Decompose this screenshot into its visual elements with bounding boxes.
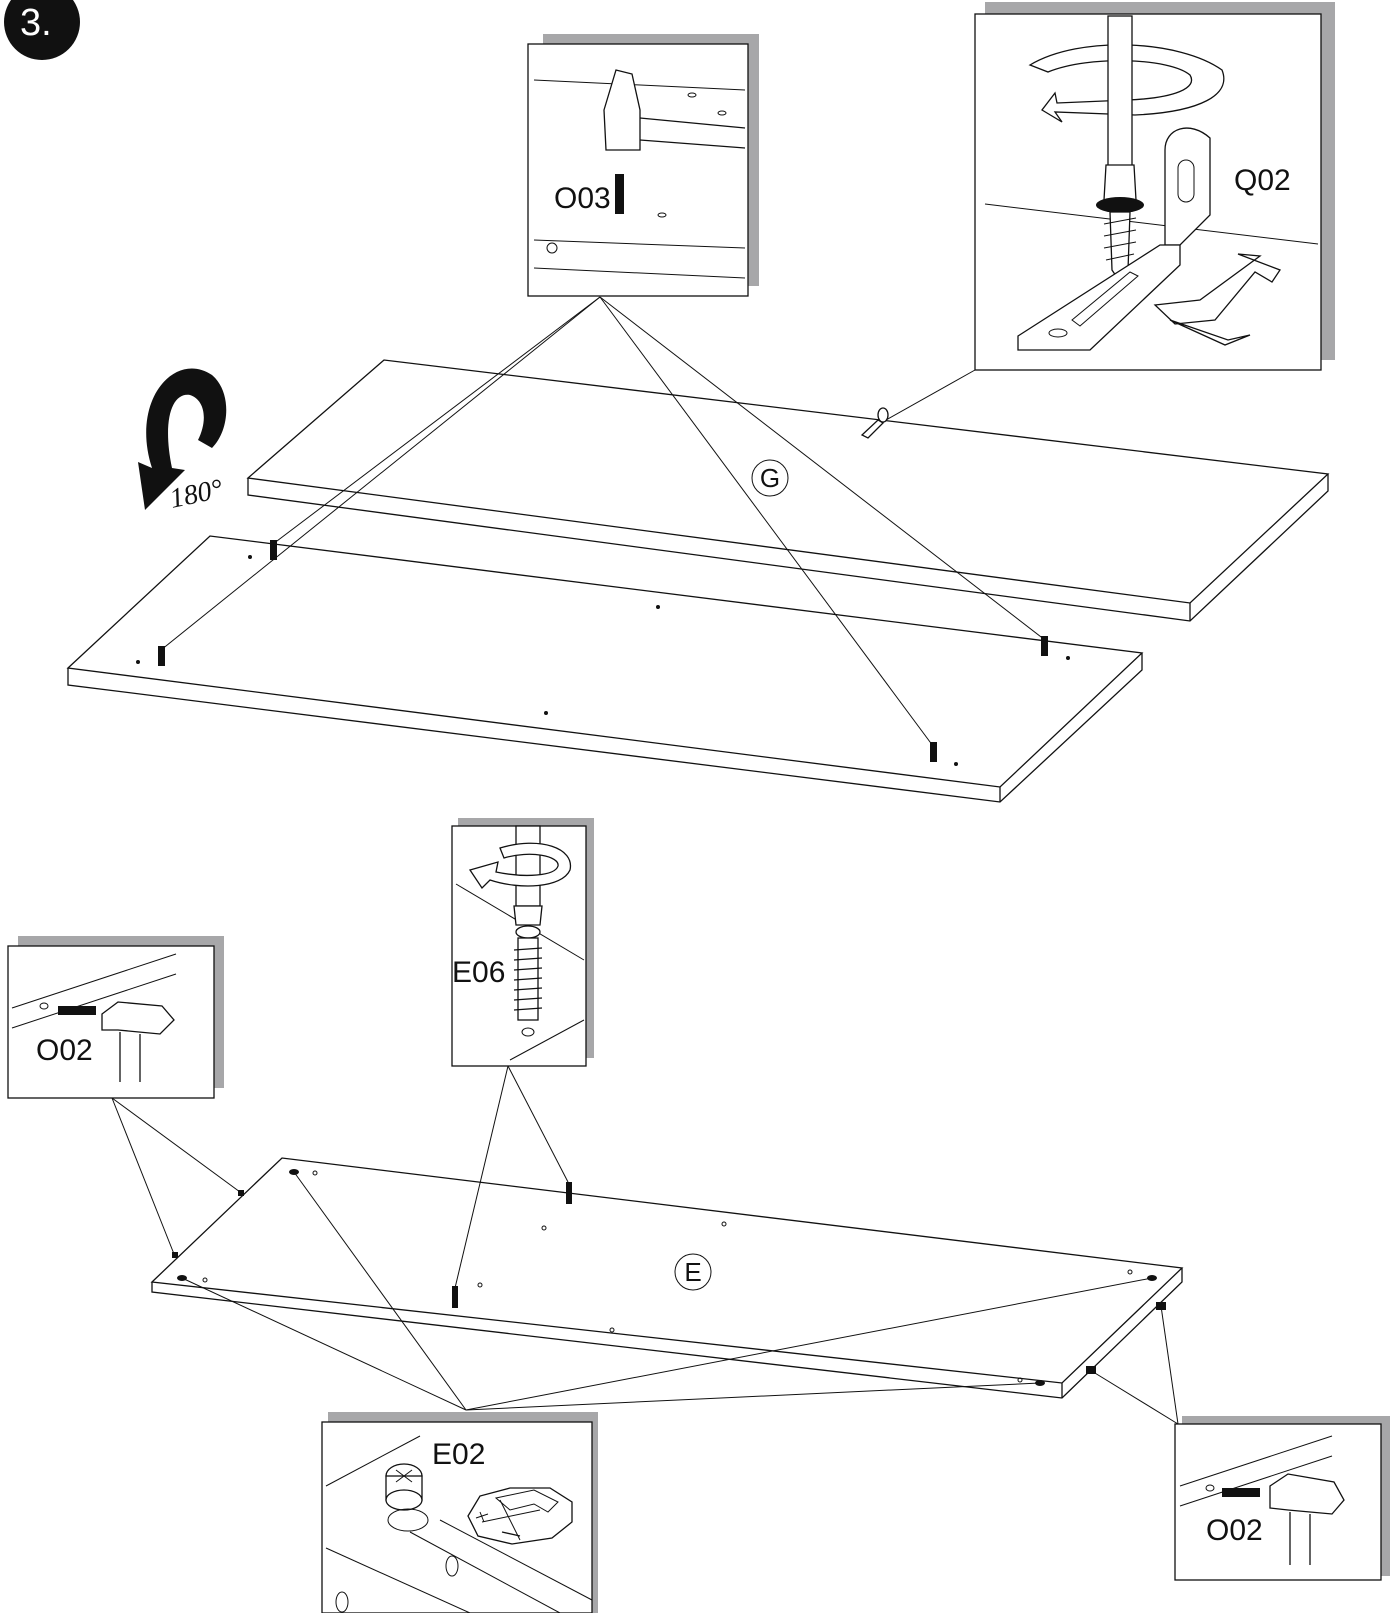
hammer-icon bbox=[101, 1001, 175, 1082]
hammer-icon bbox=[603, 69, 746, 151]
bracket-marker-icon bbox=[860, 407, 889, 439]
detail-box-o02-right: O02 bbox=[1174, 1416, 1390, 1581]
dowel-marker bbox=[238, 1190, 244, 1196]
dowel-pin bbox=[270, 540, 277, 560]
screw-marker bbox=[452, 1286, 458, 1308]
dowel-pin bbox=[158, 646, 165, 666]
dowel-o02-icon bbox=[58, 1006, 96, 1015]
dowel-pin bbox=[930, 742, 937, 762]
dowel-o02-icon bbox=[1222, 1488, 1260, 1497]
dowel-o03-icon bbox=[615, 174, 624, 214]
dowel-marker bbox=[172, 1252, 178, 1258]
leader-line-q02 bbox=[885, 369, 976, 421]
detail-box-o03: O03 bbox=[527, 34, 759, 297]
screwdriver-icon bbox=[515, 825, 541, 907]
cam-lock-icon bbox=[385, 1463, 429, 1532]
part-label-o02-left: O02 bbox=[36, 1034, 93, 1067]
leader-lines-lower bbox=[111, 1065, 1179, 1425]
detail-box-e06: E06 bbox=[451, 818, 594, 1067]
screw-icon bbox=[1096, 164, 1144, 284]
part-label-e02: E02 bbox=[432, 1438, 485, 1471]
dowel-pin bbox=[1041, 636, 1048, 656]
leader-lines-o03 bbox=[160, 296, 1046, 747]
screw-e06-icon bbox=[513, 905, 543, 1037]
board-e-label: E bbox=[684, 1257, 701, 1287]
rotation-arrow-icon bbox=[1028, 44, 1225, 123]
hammer-icon bbox=[1269, 1473, 1345, 1565]
board-g: G bbox=[246, 359, 1330, 622]
part-label-o03: O03 bbox=[554, 182, 611, 215]
step-number: 3. bbox=[20, 2, 52, 44]
part-label-q02: Q02 bbox=[1234, 164, 1291, 197]
part-label-e06: E06 bbox=[452, 956, 505, 989]
board-e: E bbox=[150, 1157, 1184, 1399]
rotation-arrow-icon bbox=[468, 842, 572, 890]
detail-box-q02: Q02 bbox=[974, 2, 1335, 371]
cam-lock-detail-icon bbox=[467, 1487, 573, 1545]
detail-box-o02-left: O02 bbox=[7, 936, 224, 1099]
screw-marker bbox=[566, 1182, 572, 1204]
part-label-o02-right: O02 bbox=[1206, 1514, 1263, 1547]
rotate-180-arrow-icon: 180° bbox=[138, 368, 227, 515]
board-lower bbox=[66, 535, 1144, 803]
detail-box-e02: E02 bbox=[321, 1412, 598, 1613]
bracket-q02-icon bbox=[1017, 127, 1211, 351]
dowel-marker bbox=[1086, 1366, 1096, 1374]
board-g-label: G bbox=[760, 463, 780, 493]
slide-arrows-icon bbox=[1153, 253, 1281, 346]
rotation-label: 180° bbox=[167, 473, 225, 514]
screwdriver-icon bbox=[1107, 15, 1133, 167]
step-badge: 3. bbox=[4, 0, 80, 60]
